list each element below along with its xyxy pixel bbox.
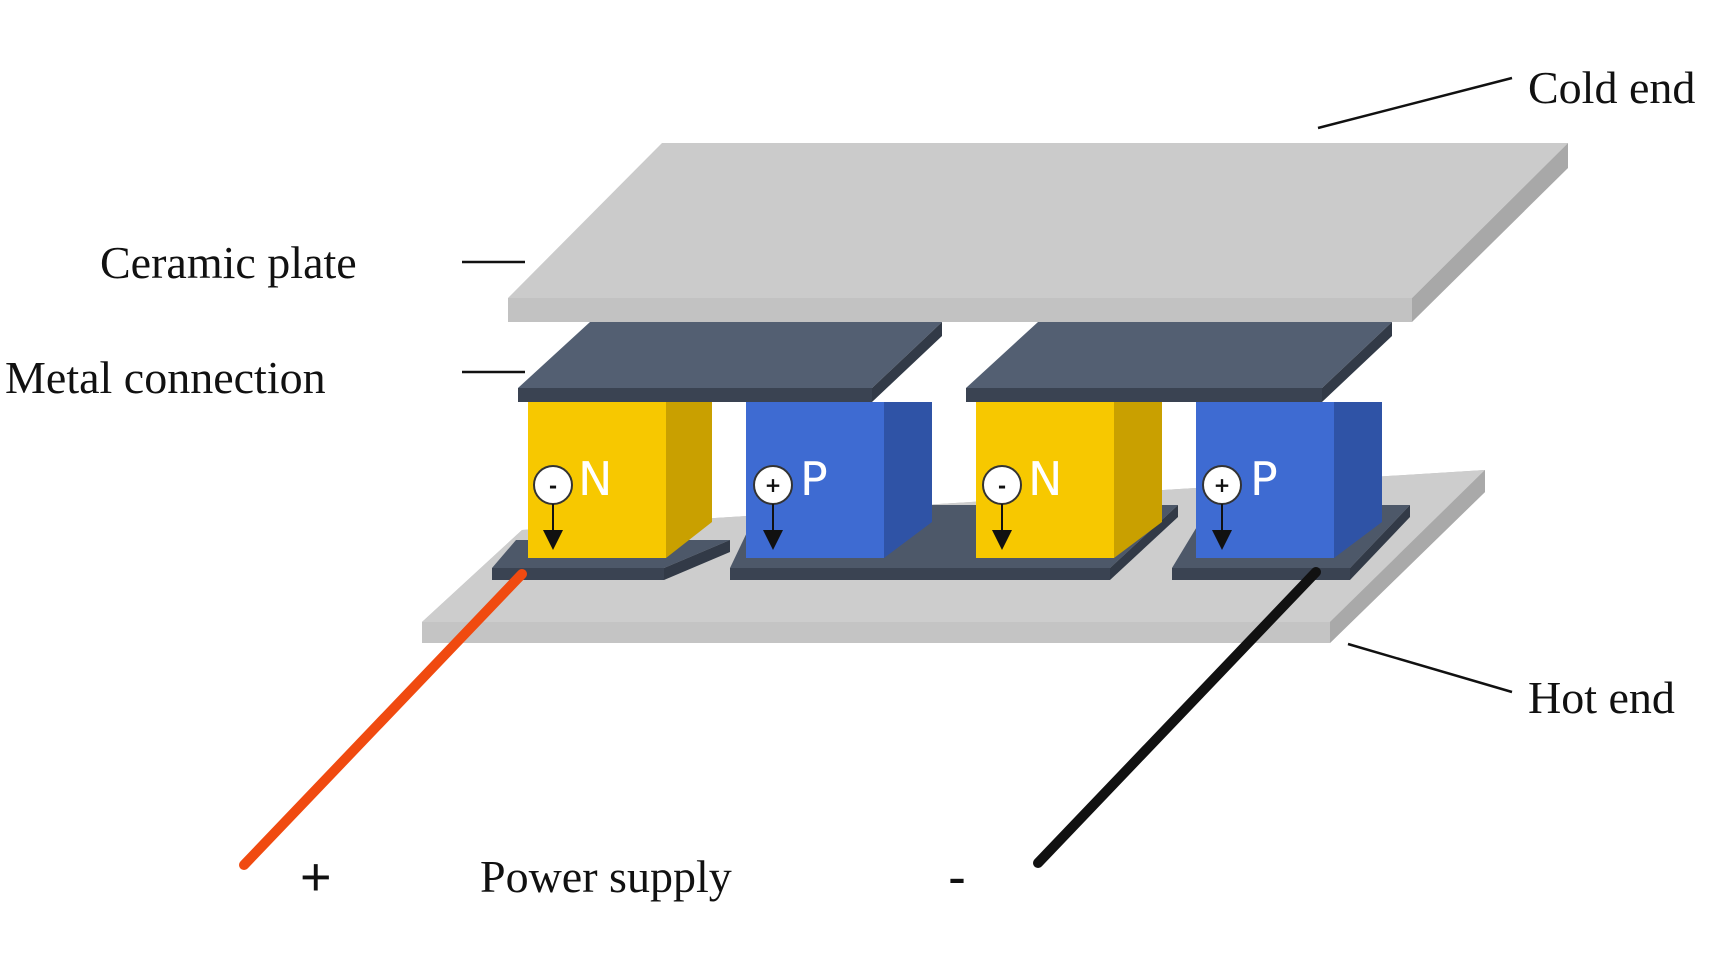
ceramic-plate-label: Ceramic plate (100, 237, 357, 288)
n-type-leg-1: - N (528, 402, 712, 558)
metal-connection-label: Metal connection (5, 352, 326, 403)
p-type-leg-1: + P (746, 402, 932, 558)
top-metal-connection-right (966, 322, 1392, 402)
hot-end-leader (1347, 642, 1513, 694)
leg-type-label: N (1028, 452, 1062, 506)
leg-type-label: N (578, 452, 612, 506)
leg-type-label: P (1250, 452, 1278, 506)
cold-side-ceramic-plate (508, 143, 1568, 322)
cold-end-label: Cold end (1528, 62, 1695, 113)
positive-terminal-label: + (300, 847, 332, 907)
carrier-sign-electron: - (998, 474, 1006, 498)
cold-end-leader (1317, 76, 1513, 130)
carrier-sign-hole: + (1214, 473, 1231, 497)
power-supply-label: Power supply (480, 851, 732, 902)
negative-terminal-label: - (948, 847, 966, 907)
carrier-sign-hole: + (765, 473, 782, 497)
positive-wire (239, 569, 527, 870)
top-metal-connection-left (518, 322, 942, 402)
p-type-leg-2: + P (1196, 402, 1382, 558)
carrier-sign-electron: - (549, 474, 557, 498)
negative-wire (1033, 567, 1321, 868)
n-type-leg-2: - N (976, 402, 1162, 558)
leg-type-label: P (800, 452, 828, 506)
hot-end-label: Hot end (1528, 672, 1675, 723)
